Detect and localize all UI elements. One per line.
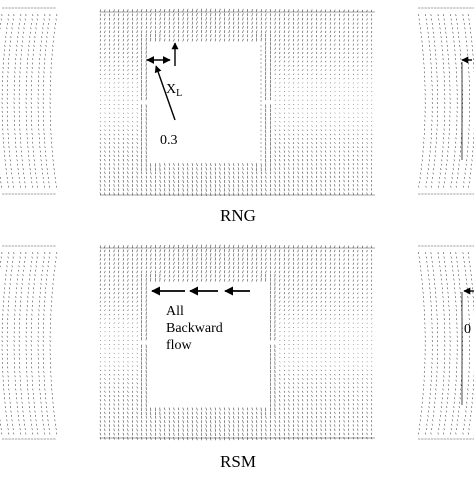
vector-field-bottom-right — [418, 246, 474, 439]
value-label-top: 0.3 — [160, 133, 178, 148]
xl-label: XL — [166, 82, 182, 99]
caption-rsm: RSM — [220, 452, 256, 471]
vector-field-bottom-center — [100, 245, 375, 441]
value-label-bottom-right: 0 — [464, 322, 471, 337]
caption-rng: RNG — [220, 206, 256, 225]
vector-field-top-right — [418, 8, 474, 194]
backward-label-line-1: All — [166, 304, 184, 319]
backward-label-line-2: Backward — [166, 321, 223, 336]
vector-field-top-left — [0, 8, 57, 194]
backward-label-line-3: flow — [166, 338, 193, 353]
backward-flow-annotation: All Backward flow — [152, 291, 250, 353]
vector-field-bottom-left — [0, 246, 57, 439]
vector-field-top-center — [100, 9, 375, 196]
reattachment-length-marker: XL 0.3 — [147, 43, 182, 148]
